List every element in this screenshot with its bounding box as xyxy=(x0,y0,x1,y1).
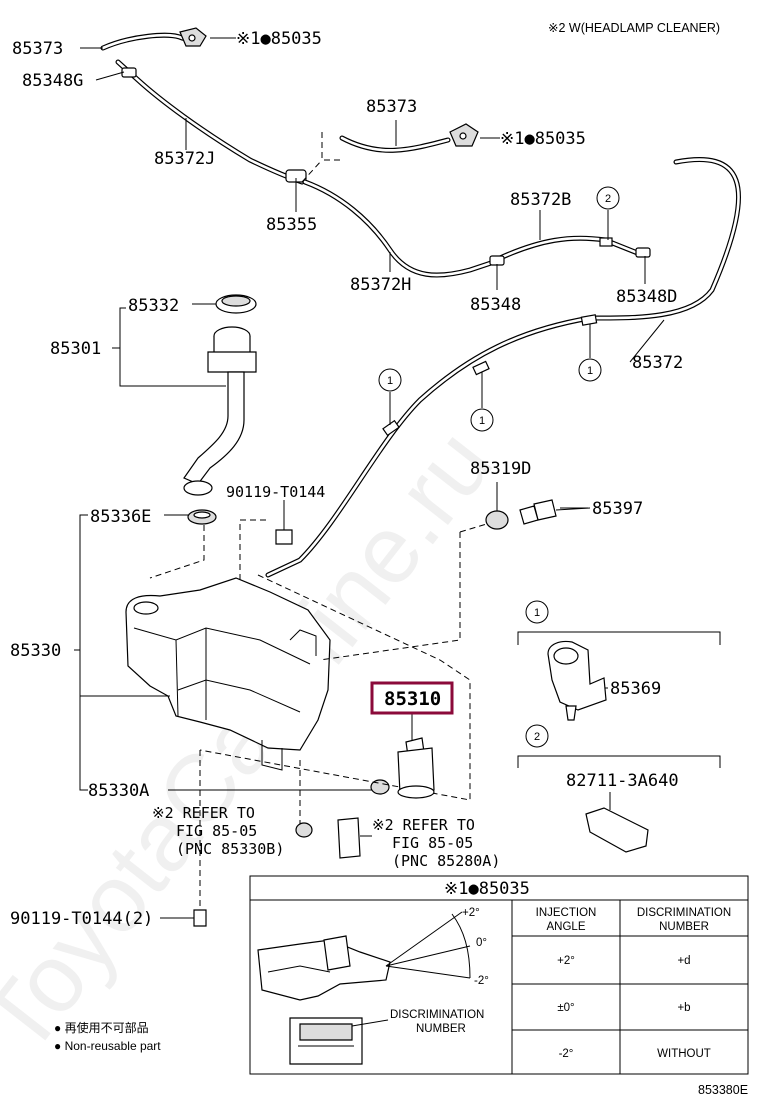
grommet-85336E xyxy=(187,509,217,525)
bolt-90119-bottom xyxy=(193,909,207,927)
joint-85348D xyxy=(635,247,651,258)
ref-note-1-line2: FIG 85-05 xyxy=(176,822,257,840)
label-85332: 85332 xyxy=(128,296,179,316)
label-85330A: 85330A xyxy=(88,781,149,801)
disc-label-2: NUMBER xyxy=(416,1023,466,1035)
label-85319D: 85319D xyxy=(470,459,531,479)
nozzle-detail-table: ※1●85035 INJECTION ANGLE DISCRIMINATION … xyxy=(249,875,749,1075)
ref-part-85280A xyxy=(337,817,372,859)
label-85310-highlight[interactable]: 85310 xyxy=(370,681,454,715)
legend-en: ● Non-reusable part xyxy=(54,1039,161,1053)
callout-1-b: 1 xyxy=(470,372,494,432)
col-header-number-2: NUMBER xyxy=(659,921,709,933)
detail-1-clip: 1 xyxy=(517,600,721,721)
col-header-number-1: DISCRIMINATION xyxy=(637,907,731,919)
nozzle-85035-mid xyxy=(449,123,479,147)
label-85369: 85369 xyxy=(610,679,661,699)
label-90119-bottom: 90119-T0144(2) xyxy=(10,909,153,929)
col-header-angle-1: INJECTION xyxy=(536,907,597,919)
angle-mark-0: 0° xyxy=(476,937,487,949)
label-85330: 85330 xyxy=(10,641,61,661)
label-85348G: 85348G xyxy=(22,71,83,91)
label-85035-b: ※1●85035 xyxy=(500,129,586,149)
ref-note-2-line3: (PNC 85280A) xyxy=(392,852,500,870)
label-85372: 85372 xyxy=(632,353,683,373)
ref-note-2-line2: FIG 85-05 xyxy=(392,834,473,852)
bolt-90119-top xyxy=(275,500,293,545)
headlamp-cleaner-note: ※2 W(HEADLAMP CLEANER) xyxy=(548,21,720,35)
label-85035-a: ※1●85035 xyxy=(236,29,322,49)
svg-text:1: 1 xyxy=(387,375,393,387)
legend: ● 再使用不可部品 ● Non-reusable part xyxy=(54,1020,161,1053)
row1-number: +d xyxy=(677,955,690,967)
detail-2-clip: 2 xyxy=(517,724,721,853)
label-85372H: 85372H xyxy=(350,275,411,295)
row1-angle: +2° xyxy=(557,955,575,967)
label-85372J: 85372J xyxy=(154,149,215,169)
ref-note-1-line3: (PNC 85330B) xyxy=(176,840,284,858)
row3-number: WITHOUT xyxy=(657,1048,711,1060)
label-85348D: 85348D xyxy=(616,287,677,307)
label-85310: 85310 xyxy=(384,688,441,710)
hose-85373 xyxy=(339,135,451,153)
label-90119-top: 90119-T0144 xyxy=(226,483,325,501)
label-82711: 82711-3A640 xyxy=(566,771,679,791)
callout-2-a: 2 xyxy=(596,186,620,240)
grommet-85319D xyxy=(485,482,509,530)
angle-mark-plus2: +2° xyxy=(462,907,480,919)
ref-note-2-line1: ※2 REFER TO xyxy=(372,816,475,834)
ref-note-1-line1: ※2 REFER TO xyxy=(152,804,255,822)
label-85397: 85397 xyxy=(592,499,643,519)
tank-85330 xyxy=(125,577,331,771)
nozzle-85035-top xyxy=(179,27,207,47)
label-85355: 85355 xyxy=(266,215,317,235)
clip-markers xyxy=(382,237,613,437)
leader-lines xyxy=(74,37,665,919)
label-85372B: 85372B xyxy=(510,190,571,210)
filler-neck-85301 xyxy=(183,326,257,496)
svg-text:2: 2 xyxy=(534,731,540,743)
diagram-code: 853380E xyxy=(698,1083,748,1097)
sensor-85397 xyxy=(519,499,591,525)
dashed-leaders xyxy=(149,132,501,915)
hose-85372H xyxy=(302,179,497,278)
row2-number: +b xyxy=(677,1002,690,1014)
legend-jp: ● 再使用不可部品 xyxy=(54,1020,149,1035)
pump-85310 xyxy=(397,712,435,799)
row2-angle: ±0° xyxy=(557,1002,574,1014)
svg-text:1: 1 xyxy=(587,365,593,377)
label-85373-b: 85373 xyxy=(366,97,417,117)
row3-angle: -2° xyxy=(559,1048,574,1060)
svg-text:1: 1 xyxy=(479,415,485,427)
table-title: ※1●85035 xyxy=(444,879,530,899)
svg-text:2: 2 xyxy=(605,193,611,205)
ref-part-85330B xyxy=(295,822,313,838)
hose-85372B xyxy=(497,235,643,261)
joint-85348G xyxy=(121,67,137,78)
angle-mark-minus2: -2° xyxy=(474,975,489,987)
callout-1-c: 1 xyxy=(578,324,602,382)
grommet-85330A xyxy=(370,779,390,795)
joint-85348 xyxy=(489,255,505,266)
label-85348: 85348 xyxy=(470,295,521,315)
cap-85332 xyxy=(215,294,257,314)
disc-label-1: DISCRIMINATION xyxy=(390,1009,484,1021)
callout-1-a: 1 xyxy=(378,368,402,425)
label-85373-a: 85373 xyxy=(12,39,63,59)
col-header-angle-2: ANGLE xyxy=(547,921,586,933)
part-labels: 85373 ※1●85035 85348G 85372J 85373 ※1●85… xyxy=(10,29,683,929)
label-85301: 85301 xyxy=(50,339,101,359)
svg-text:1: 1 xyxy=(534,607,540,619)
label-85336E: 85336E xyxy=(90,507,151,527)
